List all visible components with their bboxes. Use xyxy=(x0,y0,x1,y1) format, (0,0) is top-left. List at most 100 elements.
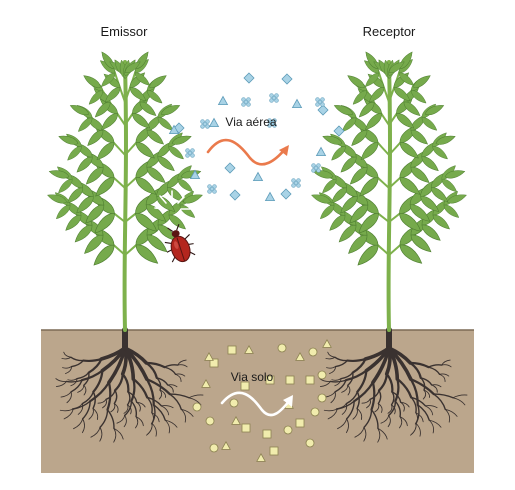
root xyxy=(361,398,371,404)
root xyxy=(370,409,379,430)
root xyxy=(130,377,136,403)
root xyxy=(180,408,194,417)
root xyxy=(340,371,354,380)
air-particle xyxy=(241,97,251,107)
root xyxy=(369,389,380,401)
root xyxy=(388,400,397,417)
root xyxy=(188,394,204,399)
air-route-arrow xyxy=(206,138,289,166)
air-particle xyxy=(264,191,276,201)
air-particle xyxy=(200,119,210,129)
root xyxy=(331,378,342,381)
root xyxy=(344,369,368,382)
soil-particle xyxy=(262,429,272,439)
root xyxy=(334,359,348,368)
soil-particle xyxy=(205,416,215,426)
root xyxy=(175,373,186,377)
leaflet xyxy=(53,202,73,222)
root xyxy=(177,364,188,368)
leaflet xyxy=(419,115,440,134)
root xyxy=(334,356,348,362)
root xyxy=(72,400,91,410)
air-particle xyxy=(168,124,180,134)
leaflet xyxy=(133,139,158,162)
root xyxy=(377,427,388,440)
root xyxy=(427,366,441,375)
root xyxy=(105,389,116,401)
root xyxy=(428,419,435,434)
root xyxy=(83,384,87,396)
root xyxy=(337,418,348,430)
root xyxy=(77,384,85,393)
root xyxy=(399,416,403,429)
root xyxy=(65,366,73,375)
root xyxy=(377,372,388,392)
sparkle-icon xyxy=(154,190,191,210)
stem xyxy=(386,60,392,332)
root xyxy=(341,403,348,415)
root xyxy=(116,415,126,424)
air-particle xyxy=(333,125,345,137)
soil-particle xyxy=(317,393,327,403)
root xyxy=(113,427,117,443)
root xyxy=(415,412,424,423)
root xyxy=(164,419,171,434)
root xyxy=(159,389,166,398)
root xyxy=(410,396,417,414)
leaflet xyxy=(338,154,360,176)
beetle-icon xyxy=(164,224,196,263)
stem xyxy=(122,60,128,332)
root xyxy=(110,403,116,413)
soil-particle xyxy=(244,344,254,354)
root xyxy=(113,372,124,392)
leaflet xyxy=(129,110,153,132)
root xyxy=(80,369,104,382)
air-particle xyxy=(207,184,217,194)
root xyxy=(424,405,438,409)
air-particle xyxy=(243,72,255,84)
root xyxy=(73,418,84,430)
root xyxy=(152,404,166,421)
root xyxy=(146,422,153,436)
soil-route-label: Via solo xyxy=(231,370,274,384)
air-particle xyxy=(317,104,329,116)
root xyxy=(62,366,73,369)
root xyxy=(106,409,115,430)
leaflet xyxy=(441,202,462,221)
leaflet xyxy=(93,139,118,163)
root xyxy=(135,416,139,429)
root xyxy=(113,427,124,440)
soil-particle xyxy=(256,452,266,462)
root xyxy=(65,379,83,383)
root xyxy=(374,403,380,413)
leaflet xyxy=(319,176,339,196)
root xyxy=(127,404,132,415)
root xyxy=(394,400,401,418)
air-route-label: Via aérea xyxy=(225,115,276,129)
root xyxy=(377,427,381,443)
soil-particle xyxy=(295,351,305,361)
root xyxy=(400,401,405,412)
leaflet xyxy=(55,176,75,196)
root xyxy=(399,416,408,427)
root xyxy=(151,404,156,425)
air-particle xyxy=(315,146,327,156)
leaflet xyxy=(430,143,450,162)
root xyxy=(158,389,163,400)
root xyxy=(55,381,67,388)
root xyxy=(97,398,107,404)
air-particle xyxy=(252,171,264,181)
root xyxy=(336,400,355,410)
air-particle xyxy=(189,169,201,179)
soil-particle xyxy=(241,423,251,433)
soil-particle xyxy=(201,378,211,388)
root xyxy=(400,401,410,408)
air-particle xyxy=(291,178,301,188)
leaflet xyxy=(345,72,367,91)
root xyxy=(396,377,413,399)
root xyxy=(327,351,336,358)
leaflet xyxy=(393,110,417,132)
root xyxy=(370,381,376,411)
root xyxy=(60,391,72,398)
soil-particle xyxy=(209,443,219,453)
